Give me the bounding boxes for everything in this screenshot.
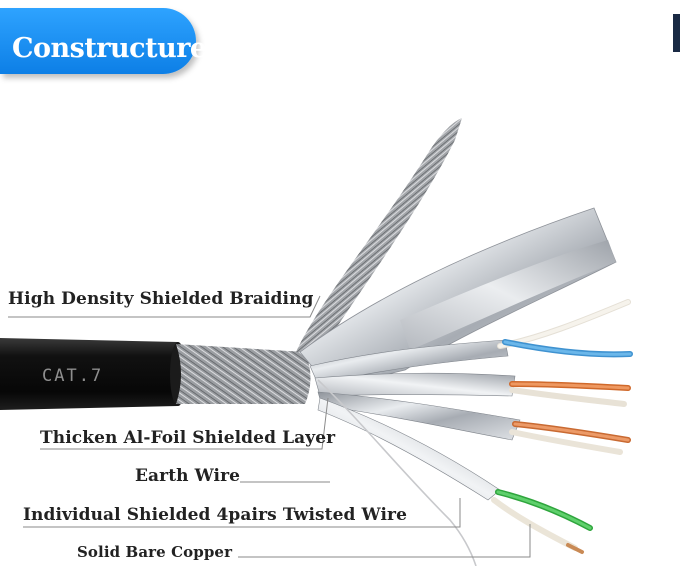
foil-pair-2 [314,372,516,397]
earth-wire [317,379,477,566]
foil-pair-4 [317,397,501,501]
leader-copper [238,524,531,558]
cable-print-text: CAT.7 [42,366,103,386]
braid-shield [176,344,311,404]
label-foil: Thicken Al-Foil Shielded Layer [40,428,336,448]
label-braiding: High Density Shielded Braiding [8,289,314,309]
twisted-pairs [491,299,633,554]
label-copper: Solid Bare Copper [77,543,233,561]
label-earth: Earth Wire [135,466,241,486]
leader-braiding [8,295,321,318]
foil-sheet-fold [400,240,616,350]
cable-jacket [0,338,182,410]
leader-foil [40,397,329,450]
copper-tip [566,543,584,554]
banner-title: Constructure [12,33,207,64]
foil-pair-1 [309,339,509,385]
corner-bar [673,14,680,52]
section-banner: Constructure [0,8,207,74]
leader-pairs [23,498,461,528]
label-pairs: Individual Shielded 4pairs Twisted Wire [23,505,407,525]
braid-strand [296,118,462,356]
leader-lines [8,295,531,558]
